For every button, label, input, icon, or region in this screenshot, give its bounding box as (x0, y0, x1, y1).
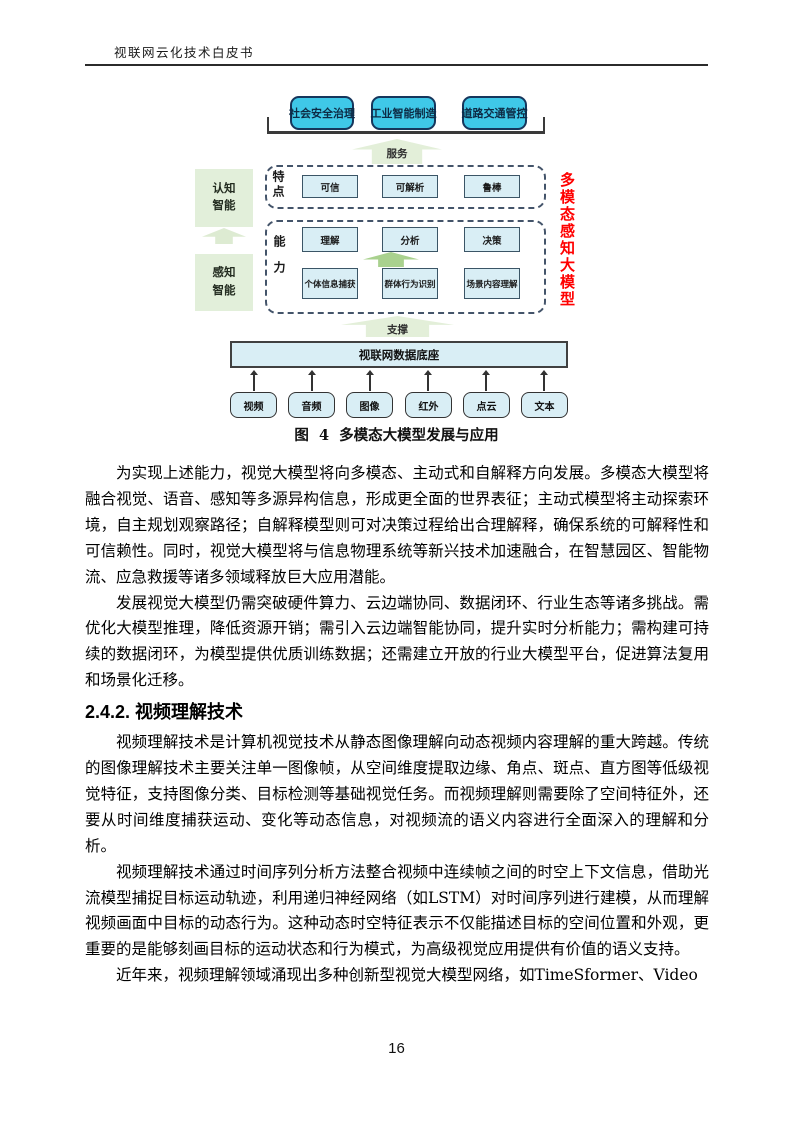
ability-box-decide: 决策 (464, 227, 520, 252)
app-box-industrial-manufacturing: 工业智能制造 (371, 96, 437, 130)
cognitive-intelligence-box: 认知智能 (195, 169, 253, 227)
page-number: 16 (388, 1040, 405, 1057)
trait-box-parsable: 可解析 (382, 175, 438, 198)
paragraph-vision-model-challenges: 发展视觉大模型仍需突破硬件算力、云边端协同、数据闭环、行业生态等诸多挑战。需优化… (85, 593, 709, 690)
body-content: 为实现上述能力，视觉大模型将向多模态、主动式和自解释方向发展。多模态大模型将融合… (85, 461, 709, 989)
trait-box-trustworthy: 可信 (302, 175, 358, 198)
perception-intelligence-label: 感知智能 (212, 267, 236, 297)
header-divider (85, 64, 708, 66)
paragraph-vision-model-direction: 为实现上述能力，视觉大模型将向多模态、主动式和自解释方向发展。多模态大模型将融合… (85, 464, 709, 586)
abilities-label: 能力 (272, 235, 286, 287)
data-base-box: 视联网数据底座 (230, 341, 568, 368)
application-bracket (267, 117, 545, 134)
connector-up-arrow-icon (540, 370, 548, 391)
serve-arrow-label: 服务 (386, 148, 408, 160)
ability-box-understand: 理解 (302, 227, 358, 252)
paragraph-temporal-analysis: 视频理解技术通过时间序列分析方法整合视频中连续帧之间的时空上下文信息，借助光流模… (85, 862, 709, 959)
ability-box-analyze: 分析 (382, 227, 438, 252)
traits-container (265, 165, 546, 209)
ability-box-scene-content: 场景内容理解 (464, 268, 520, 299)
app-box-road-traffic: 道路交通管控 (462, 96, 528, 130)
traits-label: 特点 (271, 170, 285, 200)
app-box-social-governance: 社会安全治理 (289, 96, 355, 130)
connector-up-arrow-icon (482, 370, 490, 391)
side-label-multimodal-model: 多模态感知大模型 (558, 172, 575, 308)
modality-box-infrared: 红外 (405, 392, 452, 418)
paragraph-video-understanding-intro: 视频理解技术是计算机视觉技术从静态图像理解向动态视频内容理解的重大跨越。传统的图… (85, 733, 709, 855)
connector-up-arrow-icon (250, 370, 258, 391)
ability-box-group-behavior: 群体行为识别 (382, 268, 438, 299)
page-header: 视联网云化技术白皮书 (114, 45, 255, 60)
section-heading-video-understanding: 2.4.2. 视频理解技术 (85, 702, 244, 723)
abilities-container (265, 220, 546, 314)
connector-up-arrow-icon (424, 370, 432, 391)
intelligence-up-arrow-icon (202, 228, 246, 244)
paragraph-recent-models: 近年来，视频理解领域涌现出多种创新型视觉大模型网络，如TimeSformer、V… (116, 966, 698, 985)
modality-box-text: 文本 (521, 392, 568, 418)
perception-intelligence-box: 感知智能 (195, 254, 253, 311)
connector-up-arrow-icon (366, 370, 374, 391)
support-arrow-label: 支撑 (387, 324, 408, 336)
trait-box-robust: 鲁棒 (464, 175, 520, 198)
modality-box-audio: 音频 (288, 392, 335, 418)
support-up-arrow-icon (341, 316, 454, 337)
ability-box-individual-info: 个体信息捕获 (302, 268, 358, 299)
connector-up-arrow-icon (308, 370, 316, 391)
modality-box-pointcloud: 点云 (463, 392, 510, 418)
figure-caption: 图 4 多模态大模型发展与应用 (294, 427, 499, 444)
modality-box-image: 图像 (346, 392, 393, 418)
modality-box-video: 视频 (230, 392, 277, 418)
cognitive-intelligence-label: 认知智能 (212, 182, 236, 212)
